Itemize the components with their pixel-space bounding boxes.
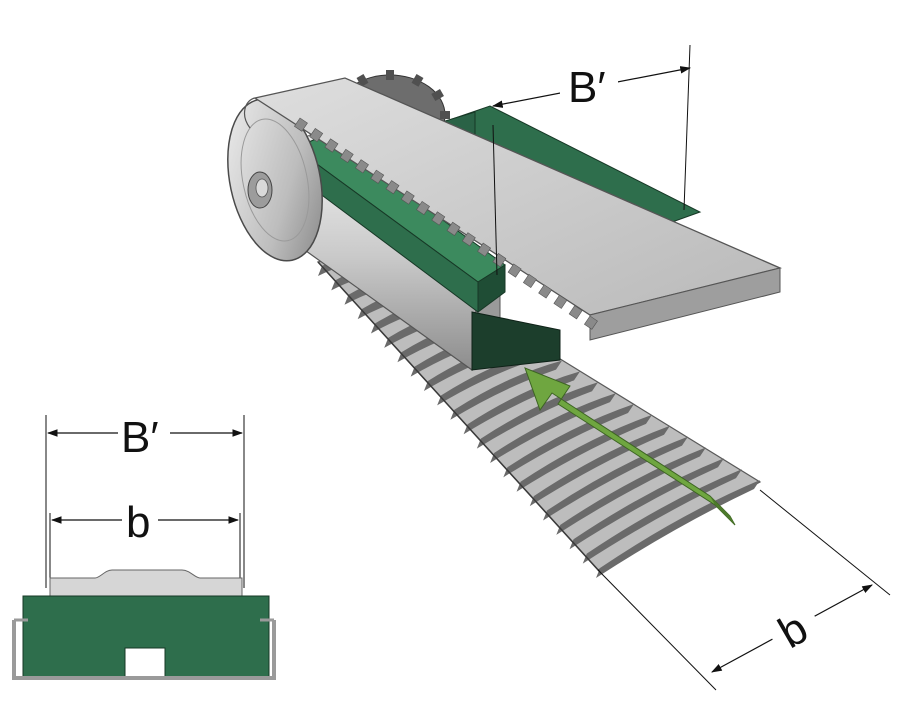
upper-belt-tooth bbox=[370, 169, 385, 184]
top-width-dimension: B′ bbox=[491, 44, 692, 276]
upper-belt-tooth bbox=[400, 190, 415, 205]
belt-tooth bbox=[516, 414, 652, 492]
upper-belt-tooth bbox=[416, 200, 430, 216]
upper-belt-tooth bbox=[522, 273, 537, 289]
upper-belt-tooth bbox=[339, 148, 354, 164]
sprocket-tooth bbox=[356, 74, 369, 87]
upper-belt-tooth bbox=[431, 211, 446, 226]
belt-tooth bbox=[503, 404, 634, 478]
upper-belt-tooth bbox=[385, 180, 400, 195]
belt-tooth bbox=[476, 382, 598, 449]
cross-section: B′ b bbox=[12, 412, 276, 680]
sprocket-tooth bbox=[411, 74, 424, 87]
upper-belt-tooth bbox=[309, 128, 324, 143]
upper-belt-tooth bbox=[293, 117, 308, 132]
upper-belt-tooth bbox=[553, 294, 568, 309]
upper-belt-tooth bbox=[355, 159, 369, 174]
upper-belt-teeth bbox=[293, 117, 598, 330]
belt-tooth bbox=[490, 393, 616, 463]
sprocket-tooth bbox=[386, 70, 394, 80]
upper-belt-tooth bbox=[461, 232, 476, 247]
top-width-label: B′ bbox=[568, 63, 606, 112]
upper-belt-tooth bbox=[507, 263, 522, 278]
upper-belt-tooth bbox=[477, 242, 492, 257]
belt-width-dimension: b bbox=[597, 489, 891, 691]
upper-belt-tooth bbox=[538, 284, 553, 299]
green-guide-profile bbox=[294, 105, 702, 371]
upper-belt-tooth bbox=[446, 221, 461, 236]
upper-belt-tooth bbox=[568, 305, 583, 320]
upper-belt-tooth bbox=[583, 315, 598, 330]
direction-arrow-icon bbox=[524, 367, 736, 526]
section-width-label: B′ bbox=[121, 413, 159, 462]
upper-belt bbox=[243, 77, 783, 341]
sprocket-tooth bbox=[440, 111, 450, 119]
section-belt-width-label: b bbox=[126, 498, 150, 547]
upper-belt-tooth bbox=[324, 138, 339, 153]
belt-tooth bbox=[529, 425, 670, 507]
sprocket-tooth bbox=[431, 89, 444, 101]
